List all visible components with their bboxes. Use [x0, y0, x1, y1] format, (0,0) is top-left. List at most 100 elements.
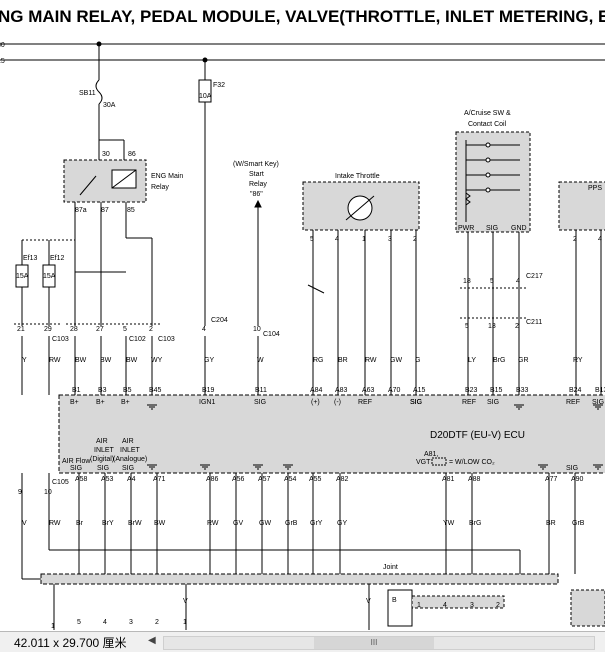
fuse-ef12-rating: 15A — [43, 273, 56, 280]
lower-wires — [21, 473, 576, 574]
wire-color-label: RG — [313, 357, 324, 364]
fuse-ef12-name: Ef12 — [50, 255, 65, 262]
ecu-function-label: (-) — [334, 399, 341, 406]
ecu-pin-a70: A70 — [388, 387, 401, 394]
smart-key-note: (W/Smart Key) Start Relay "86" — [233, 161, 279, 326]
wire-color-label: BrG — [469, 520, 481, 527]
throttle-pin-5: 5 — [310, 236, 314, 243]
fuse-f32: F32 10A — [198, 60, 225, 326]
scroll-left-arrow-icon[interactable]: ◀ — [148, 635, 156, 646]
c-pin-5: 5 — [123, 326, 127, 333]
c105-label: C105 — [52, 479, 69, 486]
c104-label: C104 — [263, 331, 280, 338]
bottom-pin-label: 2 — [496, 602, 500, 609]
c-pin-28: 28 — [70, 326, 78, 333]
throttle-pin-1: 1 — [362, 236, 366, 243]
ecu-pin-b11: B11 — [255, 387, 267, 394]
ecu-vgt-pin: A81, — [424, 451, 438, 458]
scrollbar-thumb[interactable]: III — [314, 637, 434, 649]
ecu-vgt-label: VGT — [416, 459, 431, 466]
c217-pin-5: 5 — [490, 278, 494, 285]
c105-pin-9: 9 — [18, 489, 22, 496]
smart-key-line2: Start — [249, 171, 264, 178]
page-title: NG MAIN RELAY, PEDAL MODULE, VALVE(THROT… — [0, 7, 605, 26]
ecu-sig-2: SIG — [97, 465, 109, 472]
c217-label: C217 — [526, 273, 543, 280]
ecu-pin-b15: B15 — [490, 387, 503, 394]
fuses-ef: Ef13 15A Ef12 15A — [15, 239, 126, 326]
horizontal-scrollbar[interactable]: III — [163, 636, 595, 650]
fuse-ef13-rating: 15A — [16, 273, 29, 280]
pps-sensor: PPS 2 4 — [558, 181, 605, 326]
acruise-pin-sig: SIG — [486, 225, 498, 232]
fuse-f32-name: F32 — [213, 82, 225, 89]
bottom-pin-label: B — [392, 597, 397, 604]
wire-color-label: GW — [259, 520, 271, 527]
ecu-pin-b23: B23 — [465, 387, 478, 394]
wire-color-label: G — [415, 357, 420, 364]
smart-key-line1: (W/Smart Key) — [233, 161, 279, 168]
ecu-pin-b33: B33 — [516, 387, 529, 394]
bus-15-label: 15 — [0, 58, 5, 65]
ecu-function-label: SIG — [487, 399, 499, 406]
wire-color-label: BW — [126, 357, 138, 364]
eng-main-relay: ENG Main Relay 30 86 87a 87 85 — [63, 139, 183, 326]
ecu-pin-a84: A84 — [310, 387, 323, 394]
ecu-pin-a63: A63 — [362, 387, 375, 394]
c-pin-2: 2 — [149, 326, 153, 333]
throttle-pin-4: 4 — [335, 236, 339, 243]
c-pin-27: 27 — [96, 326, 104, 333]
joint-bar: Joint — [21, 486, 605, 627]
c211-pin-2: 2 — [515, 323, 519, 330]
wire-color-label: BrW — [128, 520, 142, 527]
wire-color-label: GW — [390, 357, 402, 364]
c103a-label: C103 — [52, 336, 69, 343]
ecu-pin-b45: B45 — [149, 387, 162, 394]
wire-color-label: WY — [151, 357, 163, 364]
ecu-pin-a83: A83 — [335, 387, 348, 394]
c211-pin-5: 5 — [465, 323, 469, 330]
ecu-function-label: SIG — [592, 399, 604, 406]
relay-pin-87: 87 — [101, 207, 109, 214]
acruise-pin-gnd: GND — [511, 225, 527, 232]
bus-30-label: 30 — [0, 42, 5, 49]
wire-color-label: GrB — [285, 520, 298, 527]
ecu-pin-a82: A82 — [336, 476, 349, 483]
ecu-func-analogue-2: INLET — [120, 447, 141, 454]
fuse-sb11-name: SB11 — [79, 90, 96, 97]
fuse-f32-rating: 10A — [199, 93, 212, 100]
pps-pin-4: 4 — [598, 236, 602, 243]
acruise-label-1: A/Cruise SW & — [464, 110, 511, 117]
ecu-pin-a88: A88 — [468, 476, 481, 483]
c217-pin-4: 4 — [516, 278, 520, 285]
acruise-pin-pwr: PWR — [458, 225, 474, 232]
wire-color-label: RW — [49, 520, 61, 527]
wire-color-label: GR — [518, 357, 529, 364]
c102-label: C102 — [129, 336, 146, 343]
fuse-sb11-rating: 30A — [103, 102, 116, 109]
ecu-pin-a54: A54 — [284, 476, 297, 483]
ecu-pin-b3: B3 — [98, 387, 107, 394]
c211-label: C211 — [526, 319, 542, 326]
wire-color-label: Br — [76, 520, 84, 527]
c-pin-29: 29 — [44, 326, 52, 333]
wire-color-label: GY — [337, 520, 347, 527]
joint-label: Joint — [383, 564, 398, 571]
relay-name-1: ENG Main — [151, 173, 183, 180]
ecu-pin-b5: B5 — [123, 387, 132, 394]
ecu-func-analogue-3: (Analogue) — [113, 456, 147, 463]
ground-symbols — [147, 404, 603, 470]
ecu-pin-b19: B19 — [202, 387, 215, 394]
ecu-function-label: REF — [358, 399, 372, 406]
wire-color-label: BW — [154, 520, 166, 527]
relay-pin-85: 85 — [127, 207, 135, 214]
ecu-function-label: (+) — [311, 399, 320, 406]
ecu-function-label: B+ — [121, 399, 130, 406]
wire-color-label: BW — [100, 357, 112, 364]
c105-pin-10: 10 — [44, 489, 52, 496]
ecu-sig-3: SIG — [122, 465, 134, 472]
c211-pin-13: 13 — [488, 323, 496, 330]
wire-color-label: BrY — [102, 520, 114, 527]
wire-color-label: GrB — [572, 520, 585, 527]
